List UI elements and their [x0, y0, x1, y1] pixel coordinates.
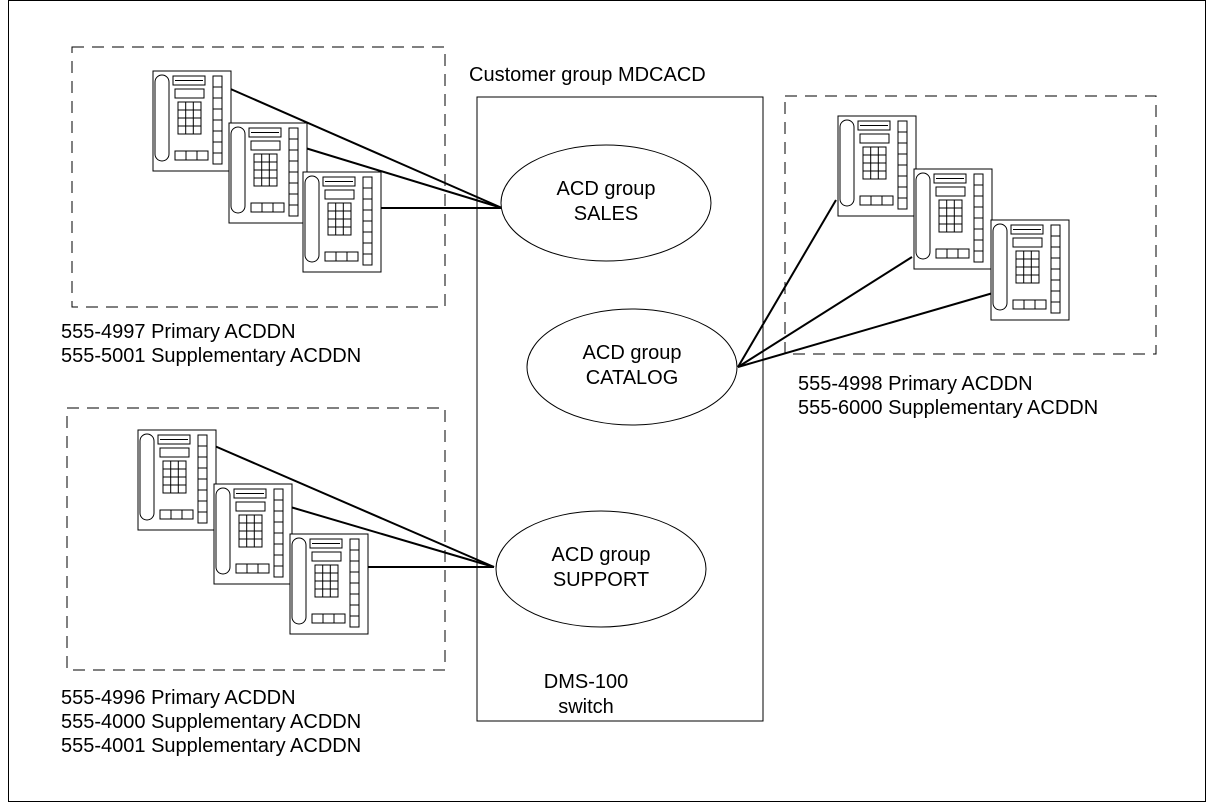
support-connections [209, 443, 495, 568]
support-supplementary-dn-1: 555-4000 Supplementary ACDDN [61, 711, 362, 733]
acd-group-label-line2: CATALOG [585, 367, 679, 389]
switch-label-line1: DMS-100 [543, 671, 629, 693]
acd-group-label-line1: ACD group [556, 178, 656, 200]
sales-connections [225, 86, 503, 209]
acd-group-support-ellipse [495, 510, 707, 628]
acd-group-catalog-label: ACD group CATALOG [562, 341, 702, 391]
telephone-set-icon [302, 171, 382, 273]
telephone-set-icon [213, 483, 293, 585]
telephone-set-icon [837, 115, 917, 217]
acd-group-support-label: ACD group SUPPORT [531, 543, 671, 593]
catalog-connections [737, 199, 994, 368]
catalog-dn-list: 555-4998 Primary ACDDN 555-6000 Suppleme… [798, 372, 1098, 420]
switch-label: DMS-100 switch [531, 670, 641, 720]
telephone-set-icon [289, 533, 369, 635]
sales-primary-dn: 555-4997 Primary ACDDN [61, 321, 296, 343]
catalog-supplementary-dn: 555-6000 Supplementary ACDDN [798, 397, 1099, 419]
switch-label-line2: switch [558, 696, 614, 718]
support-dn-list: 555-4996 Primary ACDDN 555-4000 Suppleme… [61, 686, 361, 758]
support-supplementary-dn-2: 555-4001 Supplementary ACDDN [61, 735, 362, 757]
telephone-set-icon [228, 122, 308, 224]
acd-group-sales-ellipse [500, 144, 712, 262]
telephone-set-icon [152, 70, 232, 172]
telephone-set-icon [137, 429, 217, 531]
sales-agent-box [71, 46, 446, 308]
acd-group-label-line1: ACD group [551, 544, 651, 566]
acd-group-label-line2: SALES [573, 203, 639, 225]
customer-group-label: Customer group MDCACD [469, 64, 706, 86]
support-agent-box [66, 407, 446, 671]
telephone-set-icon [990, 219, 1070, 321]
sales-supplementary-dn: 555-5001 Supplementary ACDDN [61, 345, 362, 367]
sales-dn-list: 555-4997 Primary ACDDN 555-5001 Suppleme… [61, 320, 361, 368]
acd-group-catalog-ellipse [526, 308, 738, 426]
acd-group-sales-label: ACD group SALES [536, 177, 676, 227]
catalog-agent-box [784, 95, 1157, 355]
acd-group-label-line1: ACD group [582, 342, 682, 364]
acd-group-label-line2: SUPPORT [552, 569, 650, 591]
figure-frame [8, 0, 1206, 802]
telephone-set-icon [913, 168, 993, 270]
support-primary-dn: 555-4996 Primary ACDDN [61, 687, 296, 709]
catalog-primary-dn: 555-4998 Primary ACDDN [798, 373, 1033, 395]
